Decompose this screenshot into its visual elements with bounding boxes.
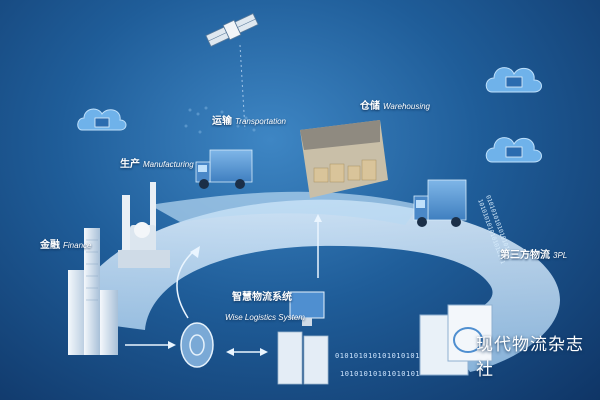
finance-buildings <box>68 228 118 355</box>
satellite-icon <box>205 13 259 47</box>
cloud-icon <box>77 108 127 131</box>
label-system: 智慧物流系统 <box>232 288 295 303</box>
world-map-dots <box>184 106 264 134</box>
label-zh: 金融 <box>40 240 60 251</box>
label-en: Wise Logistics System <box>225 313 305 322</box>
truck-icon <box>195 149 253 189</box>
server-icon <box>277 291 329 385</box>
label-en: Warehousing <box>383 102 430 111</box>
screen-icon <box>419 304 493 376</box>
label-zh: 智慧物流系统 <box>232 292 292 303</box>
label-zh: 仓储 <box>360 101 380 112</box>
label-zh: 运输 <box>212 116 232 127</box>
label-en: Finance <box>63 241 92 250</box>
label-zh: 生产 <box>120 159 140 170</box>
label-zh: 第三方物流 <box>500 250 550 261</box>
binary-line: 010101010101010101 <box>335 352 420 360</box>
warehouse-image <box>300 120 388 198</box>
label-en: Manufacturing <box>143 160 194 169</box>
publisher-watermark: 现代物流杂志社 <box>476 335 584 380</box>
gear-icon <box>180 322 214 368</box>
factory-icon <box>118 182 170 268</box>
cloud-icon <box>485 67 542 93</box>
cloud-icon <box>485 137 542 163</box>
label-en: Transportation <box>235 117 286 126</box>
label-en: 3PL <box>553 251 568 260</box>
binary-line: 10101010101010101 <box>340 370 421 378</box>
truck-icon <box>413 179 467 227</box>
label-system-en: Wise Logistics System <box>225 312 305 322</box>
logistics-ring <box>70 191 560 372</box>
